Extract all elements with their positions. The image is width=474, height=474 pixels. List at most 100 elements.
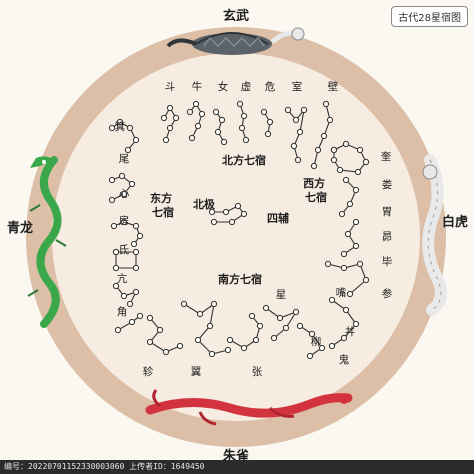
mansion-label-south_top-0: 嘴 <box>336 287 347 299</box>
quadrant-east-label-bottom: 七宿 <box>152 205 174 219</box>
quadrant-east-label-top: 东方 <box>150 191 172 205</box>
star-5-5 <box>294 156 302 164</box>
star-5-0 <box>284 106 292 114</box>
star-21-1 <box>240 344 248 352</box>
mansion-label-south_bottom-0: 轸 <box>143 365 154 378</box>
inner-disc <box>52 53 420 421</box>
direction-east-label: 青龙 <box>7 220 33 236</box>
star-12-2 <box>136 312 144 320</box>
mansion-label-east-1: 尾 <box>119 153 130 165</box>
star-22-1 <box>276 314 284 322</box>
star-3-1 <box>240 112 248 120</box>
star-12-0 <box>114 326 122 334</box>
star-15-2 <box>346 200 354 208</box>
star-15-1 <box>352 186 360 194</box>
mansion-label-west-3: 昴 <box>382 231 393 243</box>
star-6-0 <box>322 100 330 108</box>
star-7-3 <box>132 136 140 144</box>
star-18-4 <box>328 342 336 350</box>
footer-caption: 编号：20220701152330003060 上传者ID：1649450 <box>0 460 474 474</box>
asterism-line-16 <box>343 221 357 255</box>
star-6-2 <box>320 132 328 140</box>
star-7-2 <box>126 124 134 132</box>
star-4-1 <box>266 118 274 126</box>
star-7-4 <box>124 146 132 154</box>
star-6-4 <box>310 162 318 170</box>
star-14-5 <box>336 166 344 174</box>
quadrant-west-label: 西方 七宿 <box>303 176 329 204</box>
star-13-1 <box>222 208 230 216</box>
star-23-1 <box>308 330 316 338</box>
center-pole-label: 北极 <box>193 197 216 211</box>
direction-west-label: 白虎 <box>442 214 468 230</box>
star-2-1 <box>218 116 226 124</box>
star-16-3 <box>340 250 348 258</box>
star-23-3 <box>306 352 314 360</box>
star-10-2 <box>132 264 140 272</box>
star-18-2 <box>352 320 360 328</box>
mansion-label-south_top-1: 星 <box>276 289 287 301</box>
star-15-0 <box>342 176 350 184</box>
star-20-0 <box>180 300 188 308</box>
mansion-label-north-2: 女 <box>218 80 229 93</box>
star-13-0 <box>208 208 216 216</box>
star-10-3 <box>112 264 120 272</box>
title-badge: 古代28星宿图 <box>391 6 468 27</box>
star-21-4 <box>248 312 256 320</box>
asterism-line-23 <box>299 325 323 357</box>
star-0-1 <box>166 104 174 112</box>
star-20-4 <box>194 336 202 344</box>
direction-north-label: 玄武 <box>223 8 249 24</box>
star-1-3 <box>194 122 202 130</box>
star-8-4 <box>108 196 116 204</box>
mansion-label-north-3: 虚 <box>241 81 252 93</box>
quadrant-south-label: 南方七宿 <box>218 272 262 286</box>
star-21-2 <box>252 336 260 344</box>
star-13-3 <box>240 210 248 218</box>
quadrant-west-label-bottom: 七宿 <box>305 190 327 204</box>
star-0-4 <box>162 136 170 144</box>
star-16-2 <box>352 242 360 250</box>
mansion-label-north-4: 危 <box>265 81 276 93</box>
mansion-label-east-4: 氐 <box>119 244 130 256</box>
star-8-2 <box>128 180 136 188</box>
star-4-2 <box>264 130 272 138</box>
star-0-0 <box>160 114 168 122</box>
star-19-0 <box>146 314 154 322</box>
star-6-1 <box>326 116 334 124</box>
star-9-4 <box>130 240 138 248</box>
mansion-label-south_bottom-4: 井 <box>345 325 356 338</box>
star-9-1 <box>120 218 128 226</box>
star-9-3 <box>136 232 144 240</box>
star-20-6 <box>224 346 232 354</box>
asterism-line-11 <box>115 285 138 305</box>
star-1-2 <box>198 110 206 118</box>
star-14-1 <box>342 140 350 148</box>
star-13-5 <box>210 218 218 226</box>
asterism-line-3 <box>239 103 247 141</box>
asterism-line-2 <box>215 111 225 143</box>
star-11-3 <box>126 300 134 308</box>
star-10-1 <box>132 248 140 256</box>
star-17-2 <box>356 260 364 268</box>
star-10-4 <box>112 248 120 256</box>
star-2-2 <box>214 128 222 136</box>
star-17-4 <box>346 290 354 298</box>
phoenix-icon <box>145 389 353 426</box>
star-1-0 <box>186 108 194 116</box>
star-1-1 <box>192 100 200 108</box>
star-8-1 <box>118 172 126 180</box>
star-14-2 <box>356 146 364 154</box>
mansion-label-east-5: 亢 <box>117 272 128 285</box>
star-15-3 <box>338 210 346 218</box>
star-8-3 <box>120 190 128 198</box>
star-0-3 <box>166 124 174 132</box>
mansion-label-east-3: 房 <box>119 214 130 227</box>
star-3-3 <box>242 136 250 144</box>
quadrant-east-label: 东方 七宿 <box>150 191 176 219</box>
star-1-4 <box>188 134 196 142</box>
star-11-1 <box>120 292 128 300</box>
star-14-3 <box>362 158 370 166</box>
mansion-label-south_bottom-3: 鬼 <box>339 353 350 366</box>
star-20-5 <box>208 350 216 358</box>
